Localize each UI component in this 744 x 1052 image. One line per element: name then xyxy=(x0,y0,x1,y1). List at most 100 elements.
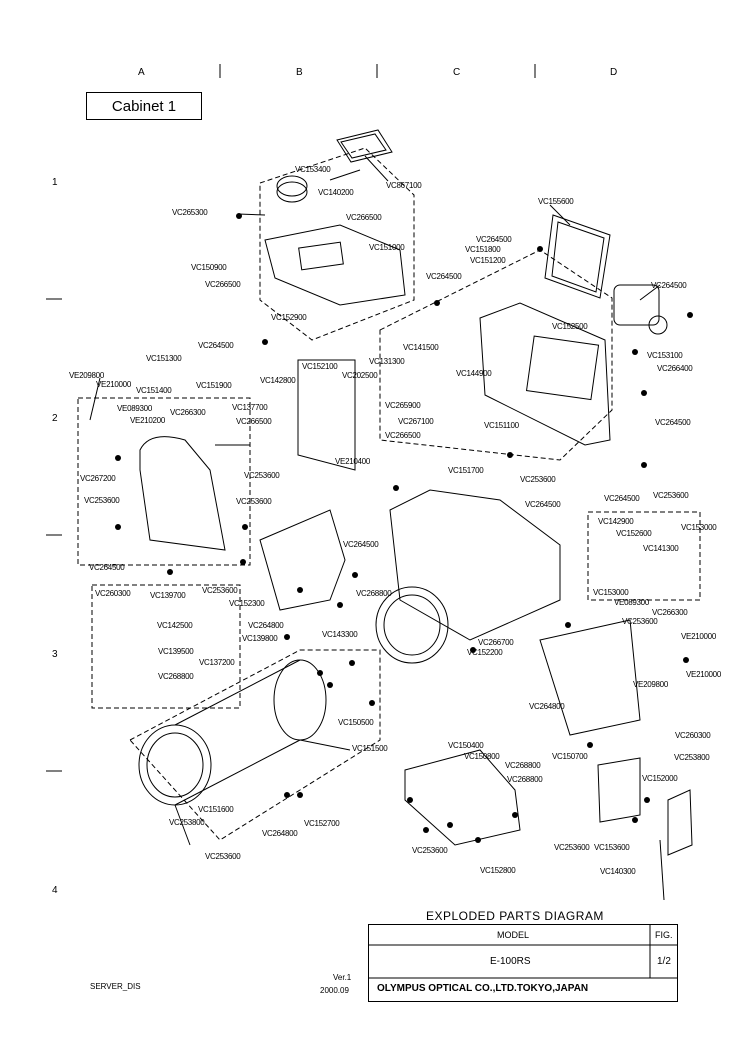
part-label: VC253600 xyxy=(84,496,120,505)
part-label: VC268800 xyxy=(507,775,543,784)
part-label: VC142500 xyxy=(157,621,193,630)
footer-server-tag: SERVER_DIS xyxy=(90,982,141,991)
part-label: VE210200 xyxy=(130,416,165,425)
row-label-4: 4 xyxy=(52,885,58,896)
part-label: VE210400 xyxy=(335,457,370,466)
part-label: VC139500 xyxy=(158,647,194,656)
part-label: VC253600 xyxy=(202,586,238,595)
part-label: VE089300 xyxy=(117,404,152,413)
figure-title: Cabinet 1 xyxy=(111,97,177,115)
part-label: VC152500 xyxy=(552,322,588,331)
part-label: VC267100 xyxy=(398,417,434,426)
part-label: VC867100 xyxy=(386,181,422,190)
part-label: VC253800 xyxy=(674,753,710,762)
part-label: VC151700 xyxy=(448,466,484,475)
part-label: VC264500 xyxy=(651,281,687,290)
part-label: VC253800 xyxy=(169,818,205,827)
part-label: VC253600 xyxy=(412,846,448,855)
row-label-1: 1 xyxy=(52,177,58,188)
part-label: VC151800 xyxy=(465,245,501,254)
part-label: VC266500 xyxy=(205,280,241,289)
title-block-grid xyxy=(369,925,677,979)
part-label: VE209800 xyxy=(69,371,104,380)
part-label: VC264500 xyxy=(476,235,512,244)
part-label: VC152700 xyxy=(304,819,340,828)
part-label: VC253600 xyxy=(622,617,658,626)
figure-title-box: Cabinet 1 xyxy=(86,92,202,120)
part-label: VC253600 xyxy=(244,471,280,480)
part-label: VC150700 xyxy=(552,752,588,761)
part-label: VC153600 xyxy=(594,843,630,852)
part-label: VC266400 xyxy=(657,364,693,373)
part-label: VC152300 xyxy=(229,599,265,608)
part-label: VC264500 xyxy=(604,494,640,503)
part-label: VC140200 xyxy=(318,188,354,197)
row-label-2: 2 xyxy=(52,413,58,424)
part-label: VC264500 xyxy=(426,272,462,281)
part-label: VE210000 xyxy=(686,670,721,679)
part-label: VC202500 xyxy=(342,371,378,380)
title-block: MODEL FIG. E-100RS 1/2 OLYMPUS OPTICAL C… xyxy=(368,924,678,1002)
part-label: VC265900 xyxy=(385,401,421,410)
part-label: VC151600 xyxy=(198,805,234,814)
column-label-c: C xyxy=(453,67,461,78)
part-label: VC141500 xyxy=(403,343,439,352)
column-label-d: D xyxy=(610,67,618,78)
footer-version: Ver.1 xyxy=(333,973,352,982)
part-label: VC264500 xyxy=(525,500,561,509)
part-label: VC153000 xyxy=(593,588,629,597)
model-value: E-100RS xyxy=(490,956,531,967)
model-label: MODEL xyxy=(497,930,530,940)
part-label: VC264500 xyxy=(655,418,691,427)
part-label: VC150800 xyxy=(464,752,500,761)
part-label: VC139700 xyxy=(150,591,186,600)
part-label: VC152800 xyxy=(480,866,516,875)
part-label: VC153100 xyxy=(647,351,683,360)
column-label-a: A xyxy=(138,67,145,78)
part-label: VE209800 xyxy=(633,680,668,689)
part-label: VC131300 xyxy=(369,357,405,366)
part-label: VC151900 xyxy=(196,381,232,390)
part-label: VC253600 xyxy=(236,497,272,506)
part-label: VC253600 xyxy=(554,843,590,852)
part-label: VC264500 xyxy=(198,341,234,350)
part-label: VC150900 xyxy=(191,263,227,272)
part-label: VE089300 xyxy=(614,598,649,607)
part-label: VC142800 xyxy=(260,376,296,385)
part-label: VC153000 xyxy=(681,523,717,532)
part-label: VC151000 xyxy=(369,243,405,252)
part-label: VC152100 xyxy=(302,362,338,371)
part-label: VC137200 xyxy=(199,658,235,667)
part-label: VC266500 xyxy=(346,213,382,222)
part-label: VC264800 xyxy=(262,829,298,838)
row-label-3: 3 xyxy=(52,649,58,660)
fig-value: 1/2 xyxy=(657,956,671,967)
part-label: VC268800 xyxy=(158,672,194,681)
part-label: VC152600 xyxy=(616,529,652,538)
part-label: VE210000 xyxy=(96,380,131,389)
part-label: VC141300 xyxy=(643,544,679,553)
part-label: VC268800 xyxy=(505,761,541,770)
part-label: VC264800 xyxy=(248,621,284,630)
part-label: VC260300 xyxy=(95,589,131,598)
part-label: VC137700 xyxy=(232,403,268,412)
part-label: VC266500 xyxy=(236,417,272,426)
part-label: VC265300 xyxy=(172,208,208,217)
part-label: VC143300 xyxy=(322,630,358,639)
part-label: VC144900 xyxy=(456,369,492,378)
part-label: VC264800 xyxy=(529,702,565,711)
part-label: VC152000 xyxy=(642,774,678,783)
part-label: VC268800 xyxy=(356,589,392,598)
part-label: VC150400 xyxy=(448,741,484,750)
part-label: VC253600 xyxy=(653,491,689,500)
part-label: VC140300 xyxy=(600,867,636,876)
part-label: VC151300 xyxy=(146,354,182,363)
part-label: VC151500 xyxy=(352,744,388,753)
diagram-heading: EXPLODED PARTS DIAGRAM xyxy=(426,909,604,923)
part-label: VC266300 xyxy=(170,408,206,417)
part-label: VC153400 xyxy=(295,165,331,174)
column-label-b: B xyxy=(296,67,303,78)
part-label: VC151400 xyxy=(136,386,172,395)
part-label: VC253600 xyxy=(520,475,556,484)
